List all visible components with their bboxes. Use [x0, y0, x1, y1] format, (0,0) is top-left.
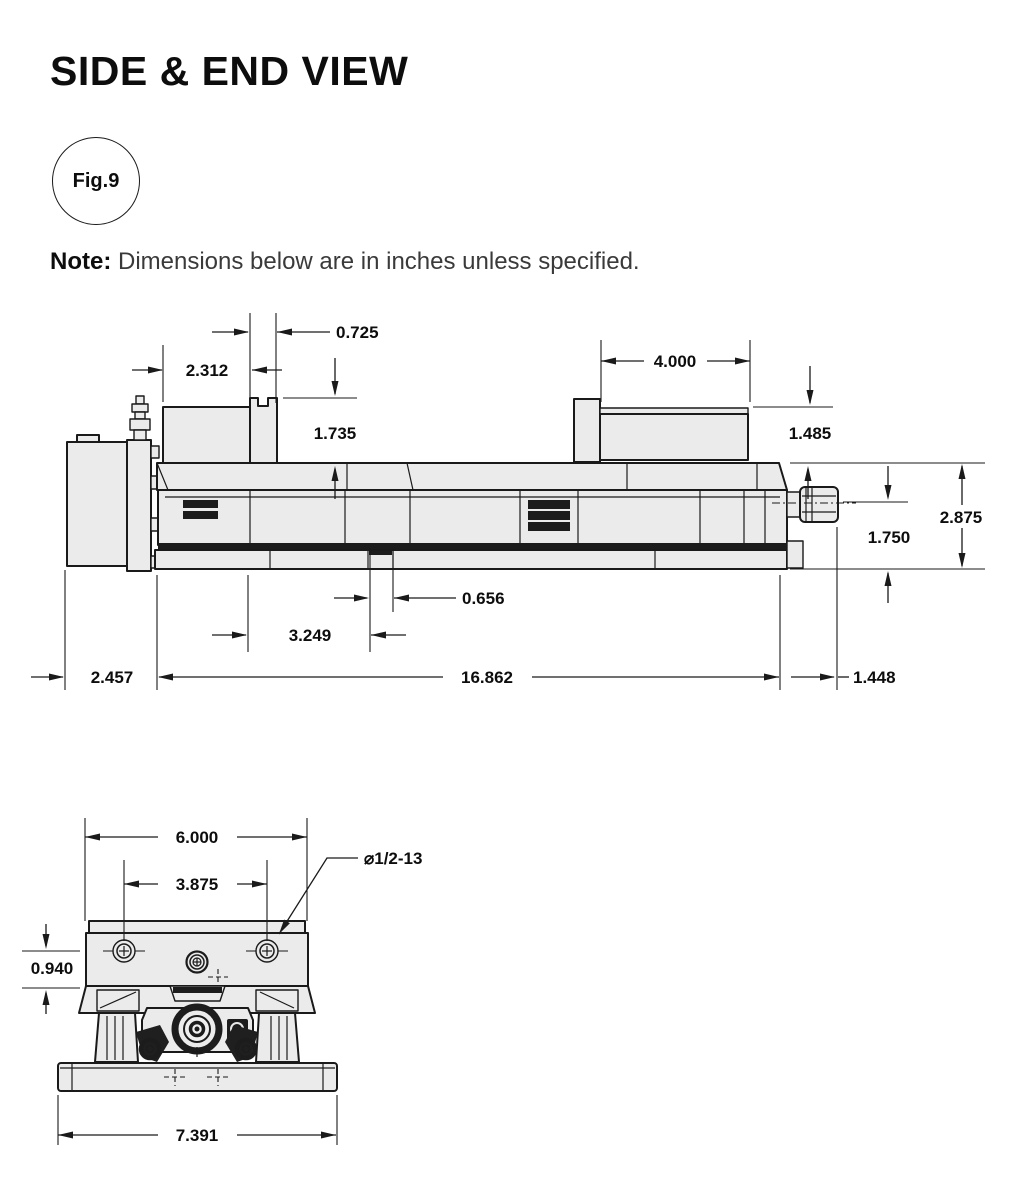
side-extension-lines — [64, 313, 985, 690]
dim-plate-face-height: 0.940 — [31, 924, 74, 1014]
dim-rear-block-length: 2.457 — [31, 668, 133, 687]
dimension-label: 0.725 — [336, 323, 379, 342]
note-label: Note: — [50, 248, 112, 275]
fixed-jaw — [162, 397, 278, 464]
dim-hole-spacing: 3.875 — [124, 875, 267, 894]
side-view: 0.725 2.312 4.000 — [31, 313, 996, 690]
end-extension-lines — [22, 818, 338, 1145]
lead-screw — [772, 486, 856, 523]
dim-body-width: 6.000 — [85, 828, 307, 847]
foot-right — [255, 1012, 300, 1063]
figure-badge: Fig.9 — [52, 137, 140, 225]
bed-rail — [156, 462, 788, 491]
dim-overall-height: 2.875 — [927, 464, 996, 568]
mounting-hole-right — [246, 939, 288, 963]
dimension-label: 2.312 — [186, 361, 229, 380]
dim-movable-jaw-height: 1.485 — [753, 366, 833, 499]
mounting-hole-left — [103, 939, 145, 963]
dimension-label: 7.391 — [176, 1126, 219, 1145]
dimension-label: 1.448 — [853, 668, 896, 687]
dim-jaw-to-slot: 3.249 — [212, 626, 406, 645]
note-line: Note: Dimensions below are in inches unl… — [50, 248, 640, 276]
center-mark — [208, 969, 228, 985]
note-text: Dimensions below are in inches unless sp… — [111, 248, 640, 275]
dim-rear-jaw-offset: 2.312 — [132, 361, 282, 380]
dim-jaw-plate-width: 0.725 — [212, 323, 379, 342]
movable-jaw — [573, 398, 749, 463]
foot-left — [94, 1012, 139, 1063]
dimension-label: 0.940 — [31, 959, 74, 978]
end-mid-body — [78, 985, 316, 1014]
dimension-label: 4.000 — [654, 352, 697, 371]
thread-callout: ⌀1/2-13 — [278, 849, 422, 935]
dim-base-slot-width: 0.656 — [334, 589, 505, 608]
dimension-label: 3.875 — [176, 875, 219, 894]
dim-fixed-jaw-height: 1.735 — [283, 358, 357, 499]
dimension-label: 0.656 — [462, 589, 505, 608]
dimension-label: 16.862 — [461, 668, 513, 687]
rear-actuator-block — [66, 434, 160, 572]
page-title: SIDE & END VIEW — [50, 48, 409, 94]
end-base-plate — [57, 1062, 338, 1092]
dimension-label: 1.735 — [314, 424, 357, 443]
figure-label: Fig.9 — [72, 169, 120, 192]
dim-base-width: 7.391 — [58, 1126, 336, 1145]
dim-screw-extension: 1.448 — [791, 668, 896, 687]
dimension-label: 6.000 — [176, 828, 219, 847]
dim-screw-centerline-height: 1.750 — [868, 466, 911, 603]
dim-movable-jaw-length: 4.000 — [601, 352, 750, 371]
center-screw — [185, 950, 209, 974]
dimension-label: 1.750 — [868, 528, 911, 547]
body-band — [157, 489, 788, 546]
thread-callout-label: ⌀1/2-13 — [364, 849, 422, 868]
dimension-label: 3.249 — [289, 626, 332, 645]
dimension-label: 1.485 — [789, 424, 832, 443]
dimension-label: 2.457 — [91, 668, 134, 687]
end-view: 6.000 3.875 ⌀1/2-13 0.940 — [22, 818, 422, 1145]
screw-mechanism — [136, 1003, 258, 1062]
base-rail — [154, 540, 804, 570]
dimension-label: 2.875 — [940, 508, 983, 527]
fitting — [129, 395, 151, 441]
dim-body-length: 16.862 — [158, 668, 779, 687]
